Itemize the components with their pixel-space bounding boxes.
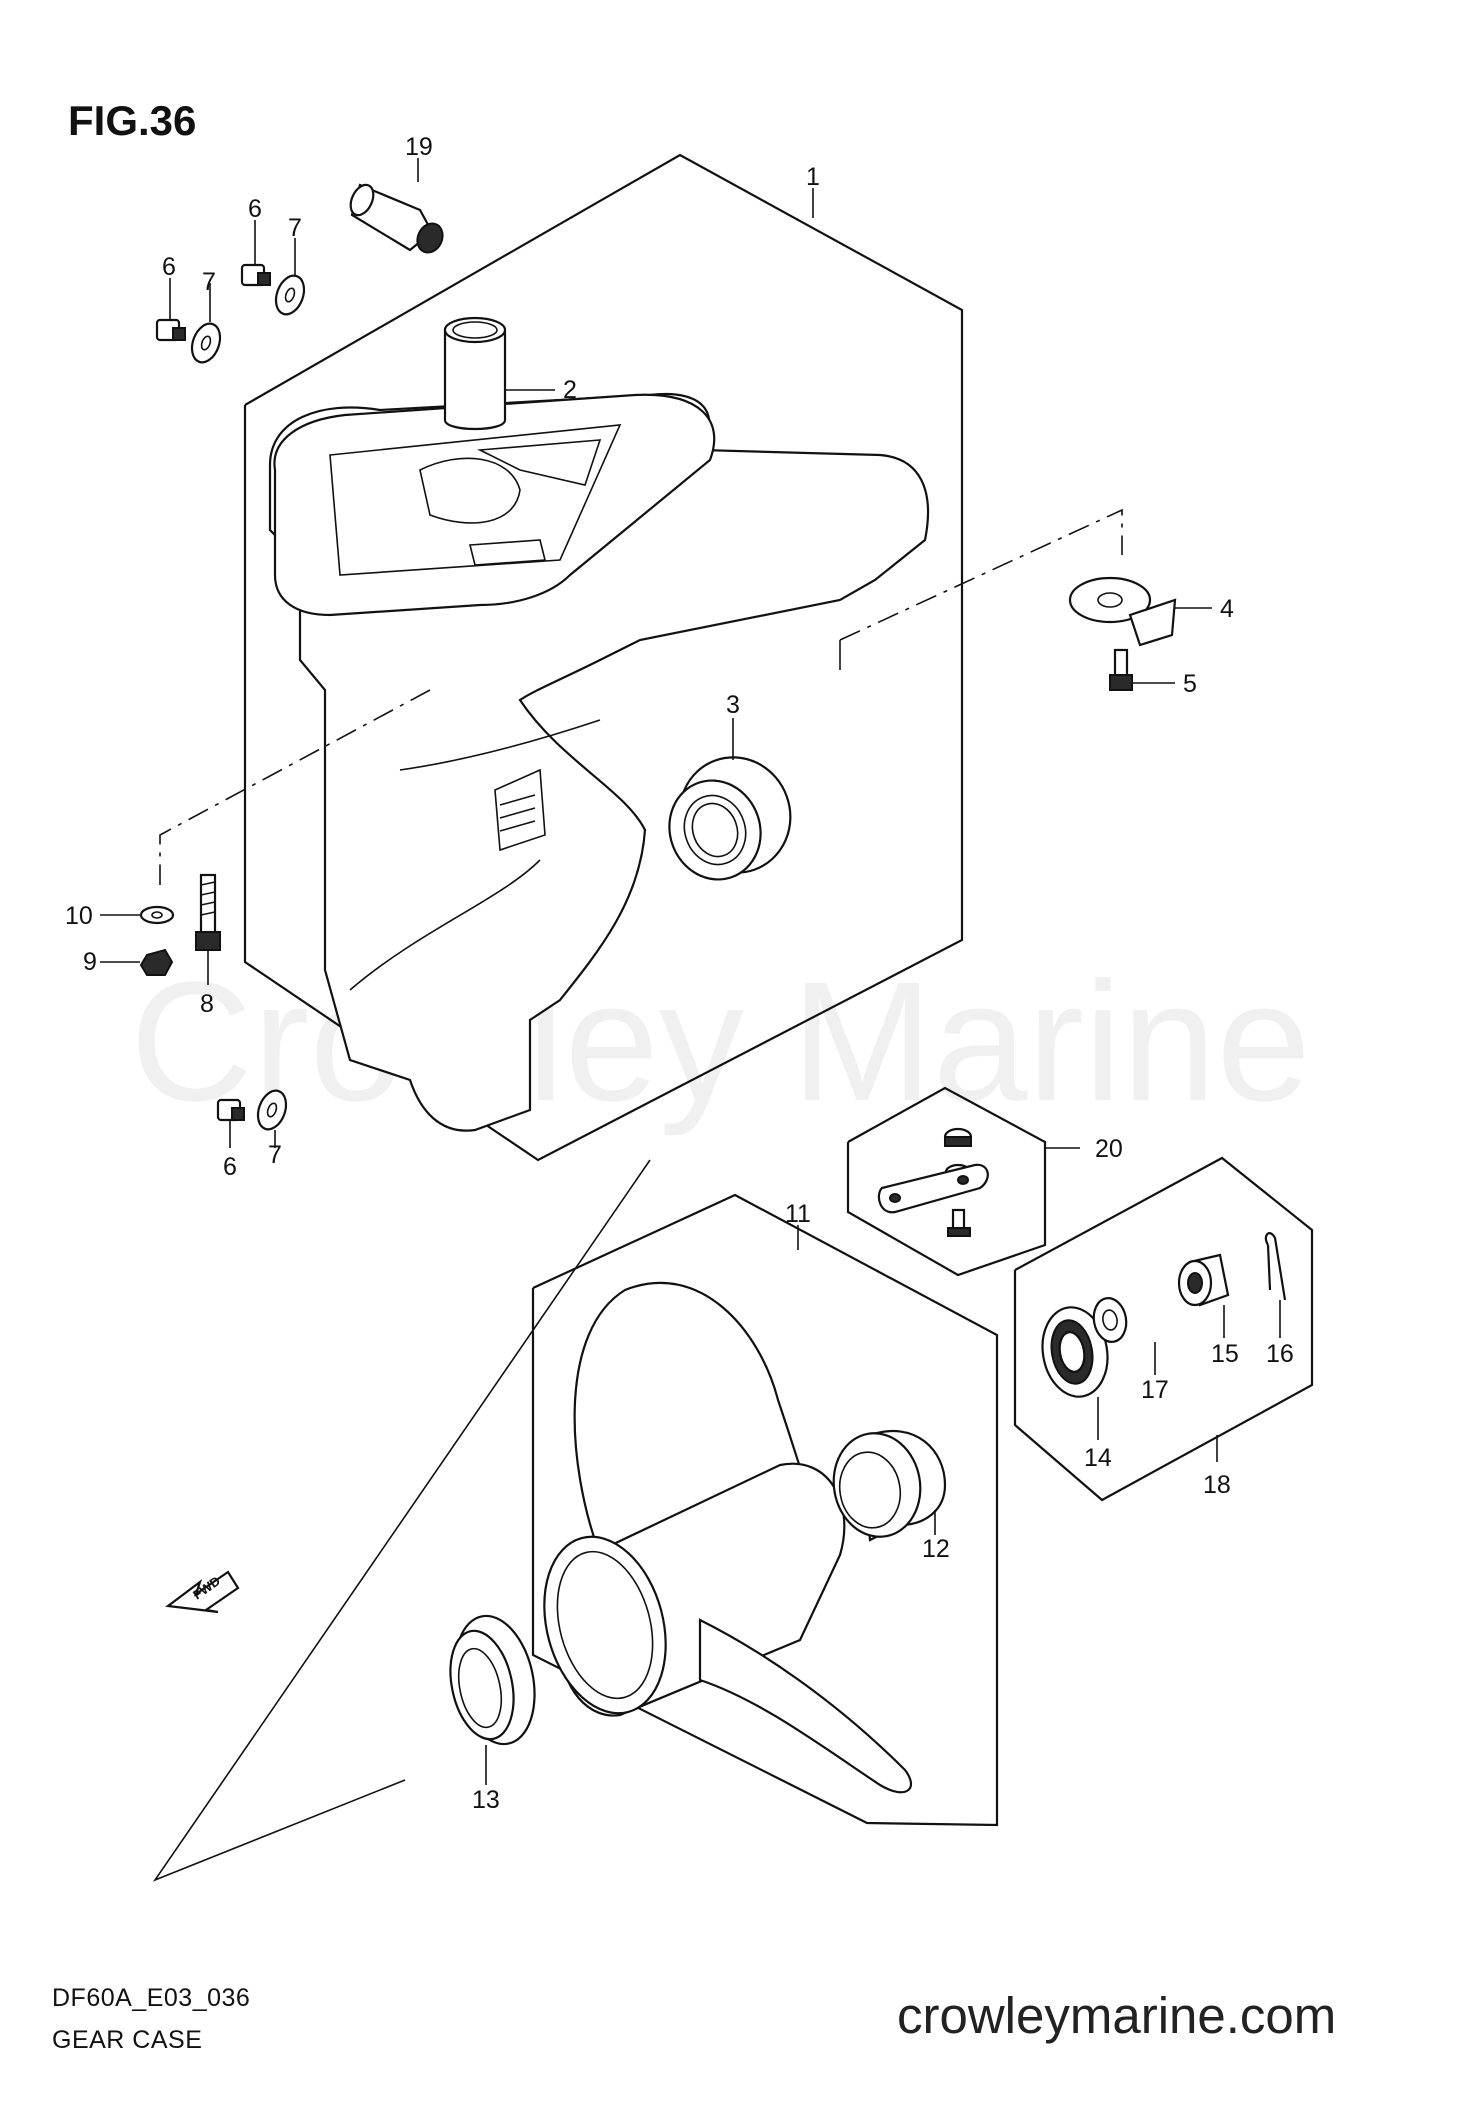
callout-labels: 1 2 3 4 5 6 6 6 7 7 7 8 9 10 11 12 13 14… [65, 133, 1294, 1814]
callout-10: 10 [65, 902, 93, 930]
part-7-washer-a [190, 322, 222, 364]
part-12-bushing [832, 1429, 947, 1542]
callout-9: 9 [83, 948, 97, 976]
callout-6-b: 6 [248, 195, 262, 223]
part-6-bolt-c [216, 1098, 245, 1122]
callout-7-b: 7 [288, 214, 302, 242]
callout-2: 2 [563, 376, 577, 404]
callout-7-c: 7 [268, 1141, 282, 1169]
part-7-washer-c [256, 1089, 288, 1131]
gear-case-water-passage [477, 439, 602, 486]
callout-4: 4 [1220, 595, 1234, 623]
part-7-washer-b [274, 274, 306, 316]
watermark-text: Crowley Marine [130, 947, 1311, 1137]
gear-case-skeg-line [349, 859, 541, 991]
part-16-cotter-pin [1264, 1232, 1287, 1301]
figure-code: DF60A_E03_036 [52, 1984, 250, 2012]
callout-1: 1 [806, 163, 820, 191]
callout-6-a: 6 [162, 253, 176, 281]
gear-case-outline [243, 153, 964, 1162]
center-line-right [839, 508, 1123, 641]
callout-11: 11 [785, 1200, 811, 1228]
gear-case-oil-passage [468, 539, 547, 566]
part-8-bolt [195, 873, 221, 951]
callout-18: 18 [1203, 1471, 1231, 1499]
part-6-bolt-b [240, 263, 271, 287]
prop-nut-kit-outline [1013, 1156, 1314, 1502]
kit-20-outline [846, 1086, 1047, 1277]
callout-6-c: 6 [223, 1153, 237, 1181]
callout-13: 13 [472, 1786, 500, 1814]
callout-5: 5 [1183, 670, 1197, 698]
part-17-washer [1092, 1297, 1128, 1343]
part-6-bolt-a [155, 318, 186, 342]
part-2-bushing [443, 316, 507, 431]
kit-20-nut [943, 1127, 973, 1147]
gear-case-water-intake [494, 768, 546, 852]
part-14-spacer [1041, 1306, 1109, 1398]
figure-title: FIG.36 [68, 97, 196, 144]
callout-15: 15 [1211, 1340, 1239, 1368]
gear-case-intake-slots [499, 794, 536, 832]
gear-case-anticav-edge [399, 719, 601, 771]
callout-14: 14 [1084, 1444, 1112, 1472]
propeller-blade-bottom [698, 1618, 912, 1794]
figure-caption: GEAR CASE [52, 2026, 202, 2054]
part-9-nut [139, 948, 174, 976]
part-4-anode [1068, 576, 1177, 647]
propeller-group [531, 1193, 999, 1827]
part-5-bolt [1109, 648, 1133, 691]
gear-case-gasket-line [329, 424, 622, 576]
part-19-plug [349, 183, 444, 254]
center-line-left [159, 689, 431, 885]
part-13-thrust-washer [449, 1614, 536, 1746]
callout-7-a: 7 [202, 268, 216, 296]
part-10-washer [139, 905, 175, 925]
kit-20-plate [877, 1163, 989, 1214]
part-15-castle-nut [1177, 1253, 1230, 1307]
prop-nut-kit-group [1013, 1156, 1314, 1502]
callout-12: 12 [922, 1535, 950, 1563]
fwd-arrow-icon: FWD [165, 1570, 240, 1614]
propeller-bore-inner [556, 1550, 654, 1700]
gear-case-group [152, 153, 1123, 1882]
callout-8: 8 [200, 990, 214, 1018]
kit-20-screw [947, 1208, 971, 1237]
callout-16: 16 [1266, 1340, 1294, 1368]
propeller-outline [531, 1193, 999, 1827]
part-3-bearing [668, 756, 792, 881]
kit-20-group [846, 1086, 1047, 1277]
website-text: crowleymarine.com [897, 1987, 1336, 2044]
callout-19: 19 [405, 133, 433, 161]
center-line-propeller [152, 1159, 651, 1882]
callout-20: 20 [1095, 1135, 1123, 1163]
gear-case-shaft-bore [419, 457, 521, 524]
callout-17: 17 [1141, 1376, 1169, 1404]
callout-3: 3 [726, 691, 740, 719]
leader-lines [100, 158, 1281, 1785]
